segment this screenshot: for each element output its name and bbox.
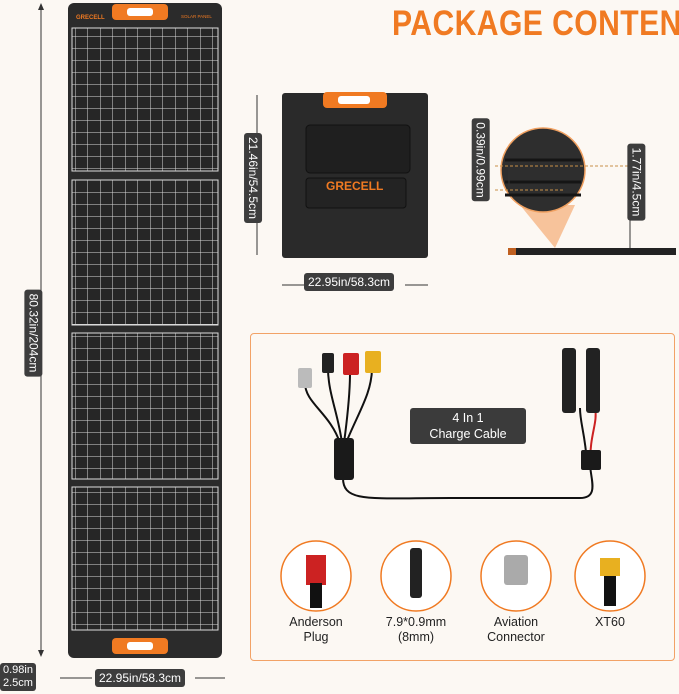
unfolded-width-label: 22.95in/58.3cm bbox=[95, 669, 186, 687]
solar-cell-blocks bbox=[71, 27, 219, 631]
thickness-detail bbox=[495, 127, 676, 255]
cable-section bbox=[250, 333, 675, 661]
folded-thickness-label: 1.77in/4.5cm bbox=[627, 143, 646, 221]
accessory-dc-plug: 7.9*0.9mm(8mm) bbox=[371, 615, 461, 645]
folded-brand: GRECELL bbox=[326, 179, 384, 193]
thickness-in: 0.98in bbox=[3, 664, 33, 676]
folded-height-label: 21.46in/54.5cm bbox=[244, 132, 263, 224]
accessory-name: Connector bbox=[487, 630, 545, 644]
cable-label-line1: 4 In 1 bbox=[452, 411, 484, 425]
unfolded-length-label: 80.32in/204cm bbox=[24, 289, 43, 377]
accessory-name: 7.9*0.9mm bbox=[385, 615, 447, 629]
folded-solar-panel bbox=[256, 92, 428, 286]
accessory-xt60: XT60 bbox=[565, 615, 655, 630]
cable-label-line2: Charge Cable bbox=[429, 427, 507, 441]
accessory-name: Plug bbox=[303, 630, 329, 644]
panel-brand: GRECELL bbox=[76, 15, 105, 21]
charge-cable-drawing bbox=[280, 348, 646, 612]
panel-label: SOLAR PANEL bbox=[181, 14, 212, 19]
unfolded-solar-panel bbox=[38, 3, 225, 679]
folded-width-label: 22.95in/58.3cm bbox=[304, 273, 395, 291]
cable-label: 4 In 1 Charge Cable bbox=[410, 408, 526, 444]
thickness-cm: 2.5cm bbox=[3, 677, 33, 689]
accessory-name: (8mm) bbox=[397, 630, 435, 644]
accessory-name: XT60 bbox=[595, 615, 625, 629]
accessory-name: Anderson bbox=[289, 615, 343, 629]
page-title: PACKAGE CONTENT bbox=[392, 4, 679, 43]
unfolded-thickness-label: 0.98in 2.5cm bbox=[0, 663, 36, 691]
accessory-name: Aviation bbox=[493, 615, 539, 629]
panel-thickness-label: 0.39in/0.99cm bbox=[471, 118, 490, 202]
